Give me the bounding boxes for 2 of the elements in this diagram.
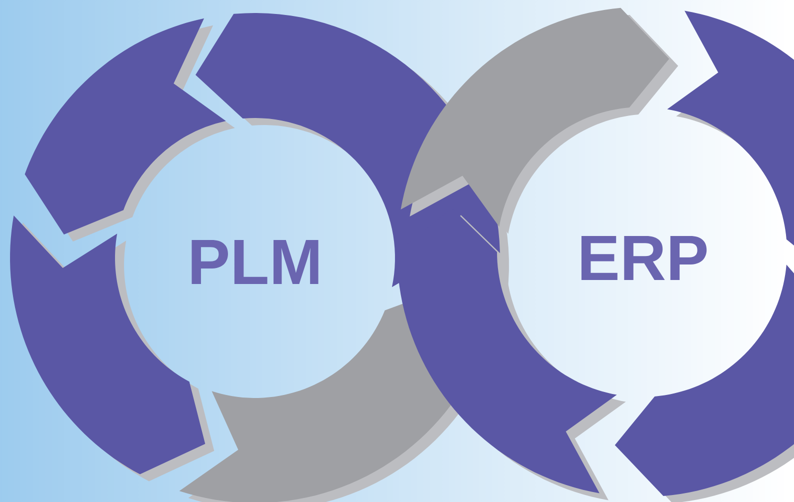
cycle-label: PLM [192,240,318,284]
cycle-label: ERP [582,236,707,280]
